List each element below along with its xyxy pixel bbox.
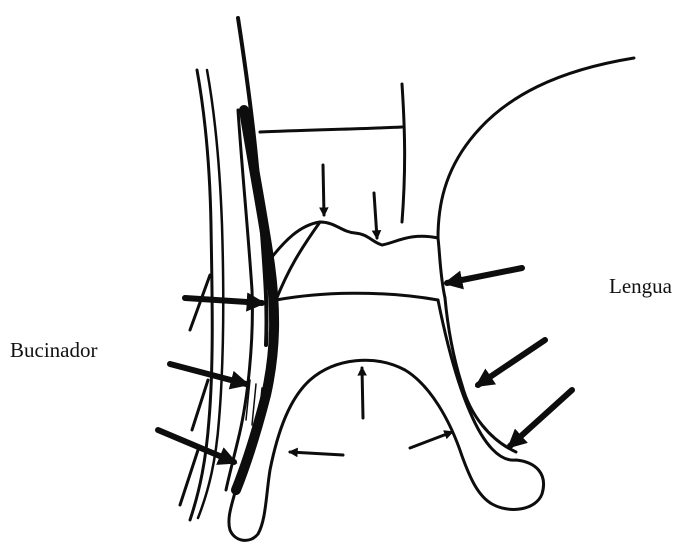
- tongue-arrow-2: [478, 340, 545, 385]
- tongue-outline: [438, 58, 634, 238]
- label-lengua: Lengua: [609, 274, 672, 299]
- occlusal-arrow-1: [323, 165, 324, 215]
- label-bucinador: Bucinador: [10, 338, 97, 363]
- tongue-arrow-1: [447, 268, 522, 283]
- tongue-force-arrows: [447, 268, 572, 446]
- lingual-arrow-right: [410, 432, 452, 448]
- buccinator-arrow-1: [185, 298, 262, 303]
- interior-force-arrows: [290, 165, 452, 455]
- buccinator-muscle: [190, 18, 274, 520]
- buccinator-tick-1: [190, 275, 210, 330]
- occlusal-arrow-2: [374, 193, 377, 238]
- upper-tooth: [260, 84, 445, 300]
- upward-arrow: [362, 368, 363, 418]
- tongue-arrow-3: [510, 390, 572, 446]
- buccinator-tick-2: [192, 380, 208, 430]
- lingual-arrow-left: [290, 452, 343, 455]
